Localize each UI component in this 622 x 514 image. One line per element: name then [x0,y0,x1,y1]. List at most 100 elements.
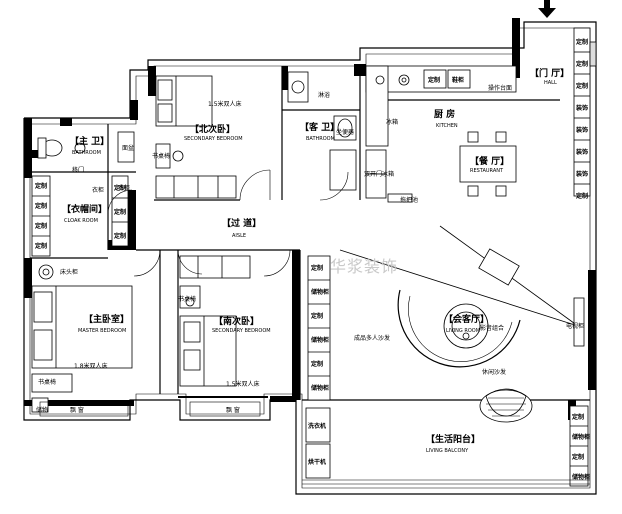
wardrobe-note-2: 衣柜 [92,186,104,194]
svg-text:定制: 定制 [310,312,323,320]
kitchen-counter [365,65,517,147]
annotations: 1.5米双人床 1.5米双人床 1.8米双人床 淋浴 面盆 书桌椅 书桌椅 书桌… [36,91,584,414]
balcony-label: 【生活阳台】 [426,433,480,445]
hall-label: 【门 厅】 [530,67,569,79]
dryer-label: 烘干机 [308,458,326,466]
north-wardrobe [155,175,237,199]
kitchen-cab-label: 鞋柜 [452,76,464,84]
desk-south-note: 书桌椅 [178,295,196,303]
counter-label: 操作台面 [488,84,512,92]
guest-bath-label: 【客 卫】 [300,121,339,133]
balcony-cabinet-labels: 定制 储物柜 定制 储物柜 [571,413,590,481]
master-bedroom-label-en: MASTER BEDROOM [78,328,126,334]
leisure-chair-hatch [486,397,526,417]
cloak-cabinets [31,175,129,257]
svg-text:定制: 定制 [575,82,588,90]
av-note: 影音组合 [480,324,504,332]
svg-text:储物柜: 储物柜 [571,433,590,441]
svg-text:装饰: 装饰 [575,126,588,134]
tv-note: 电视柜 [566,322,584,330]
guest-bath-fixtures [287,71,357,191]
master-bed [31,264,133,413]
master-bath-label: 【主 卫】 [70,135,109,147]
svg-text:储物柜: 储物柜 [310,384,329,392]
cloak-room-label-en: CLOAK ROOM [64,218,98,224]
restaurant-label: 【餐 厅】 [470,155,509,167]
guest-bath-label-en: BATHROOM [306,136,335,142]
washer-label: 洗衣机 [308,422,326,430]
desk-north-note: 书桌椅 [152,152,170,160]
svg-text:装饰: 装饰 [575,170,588,178]
north-bed [155,75,213,127]
room-labels: 【门 厅】 HALL 厨 房 KITCHEN 【餐 厅】 RESTAURANT … [62,67,569,454]
south-bedroom-label-en: SECONDARY BEDROOM [212,328,271,334]
svg-text:定制: 定制 [310,264,323,272]
svg-text:定制: 定制 [571,453,584,461]
master-bath-label-en: BATHROOM [72,150,101,156]
svg-text:装饰: 装饰 [575,148,588,156]
double-fridge-note: 双开门冰箱 [364,170,394,178]
aisle-label: 【过 道】 [222,217,261,229]
balcony-label-en: LIVING BALCONY [426,448,469,454]
bed-15-north-note: 1.5米双人床 [208,100,242,108]
sofa-arc-note: 成品多人沙发 [354,334,390,342]
bed-15-south-note: 1.5米双人床 [226,380,260,388]
bay-window-south-note: 飘 窗 [226,406,240,414]
kitchen-label: 厨 房 [434,108,455,120]
svg-text:定制: 定制 [34,242,47,250]
svg-text:储物柜: 储物柜 [310,288,329,296]
fridge-note: 冰箱 [386,118,398,126]
kitchen-side-cabinets [365,149,413,203]
living-room-label-en: LIVING ROOM [446,328,480,334]
svg-text:定制: 定制 [575,38,588,46]
svg-text:定制: 定制 [571,413,584,421]
svg-text:定制: 定制 [113,184,126,192]
svg-text:储物柜: 储物柜 [571,473,590,481]
bay-window-west-note: 飘 窗 [70,406,84,414]
svg-text:装饰: 装饰 [575,104,588,112]
master-bath-fixtures [37,131,135,163]
svg-text:定制: 定制 [575,192,588,200]
hall-label-en: HALL [544,80,557,86]
balcony-rail [302,479,590,485]
north-desk [155,143,184,169]
shower-note: 淋浴 [318,91,330,99]
desk-master-note: 书桌椅 [38,378,56,386]
svg-text:定制: 定制 [113,232,126,240]
bedside-note: 床头柜 [60,268,78,276]
north-bedroom-label: 【北次卧】 [190,123,235,135]
svg-text:定制: 定制 [34,202,47,210]
balcony-cabinets [569,405,589,487]
living-room-label: 【会客厅】 [444,313,489,325]
kitchen-label-en: KITCHEN [436,123,458,129]
bay-windows [39,401,261,417]
hall-cabinet-labels: 定制 定制 定制 装饰 装饰 装饰 装饰 定制 [575,38,588,200]
svg-text:定制: 定制 [575,60,588,68]
entrance-arrow-icon [538,0,556,18]
door-swings [107,169,349,277]
mop-note: 拖把池 [400,196,418,204]
hall-cabinets [573,27,597,197]
toilet-note: 坐便器 [336,128,354,136]
restaurant-label-en: RESTAURANT [470,168,504,174]
north-bedroom-label-en: SECONDARY BEDROOM [184,136,243,142]
svg-text:定制: 定制 [34,222,47,230]
laundry [305,407,331,479]
south-bed-room [179,255,251,387]
cloak-cabinet-labels: 定制 定制 定制 定制 定制 定制 定制 [34,182,126,250]
svg-text:定制: 定制 [113,208,126,216]
cloak-room-label: 【衣帽间】 [62,203,107,215]
watermark: 华浆装饰 [330,257,398,276]
svg-text:储物柜: 储物柜 [310,336,329,344]
master-bedroom-label: 【主卧室】 [84,313,129,325]
basin-note: 面盆 [122,144,134,152]
leisure-sofa-note: 休闲沙发 [482,368,506,376]
living-cabinet-labels: 定制 储物柜 定制 储物柜 定制 储物柜 [310,264,329,392]
svg-text:定制: 定制 [34,182,47,190]
wardrobe-note: 衣柜 [118,184,130,192]
dining-set [459,131,517,197]
svg-text:定制: 定制 [310,360,323,368]
living-wall-cabinets [307,255,331,401]
door-note: 移门 [72,166,84,174]
